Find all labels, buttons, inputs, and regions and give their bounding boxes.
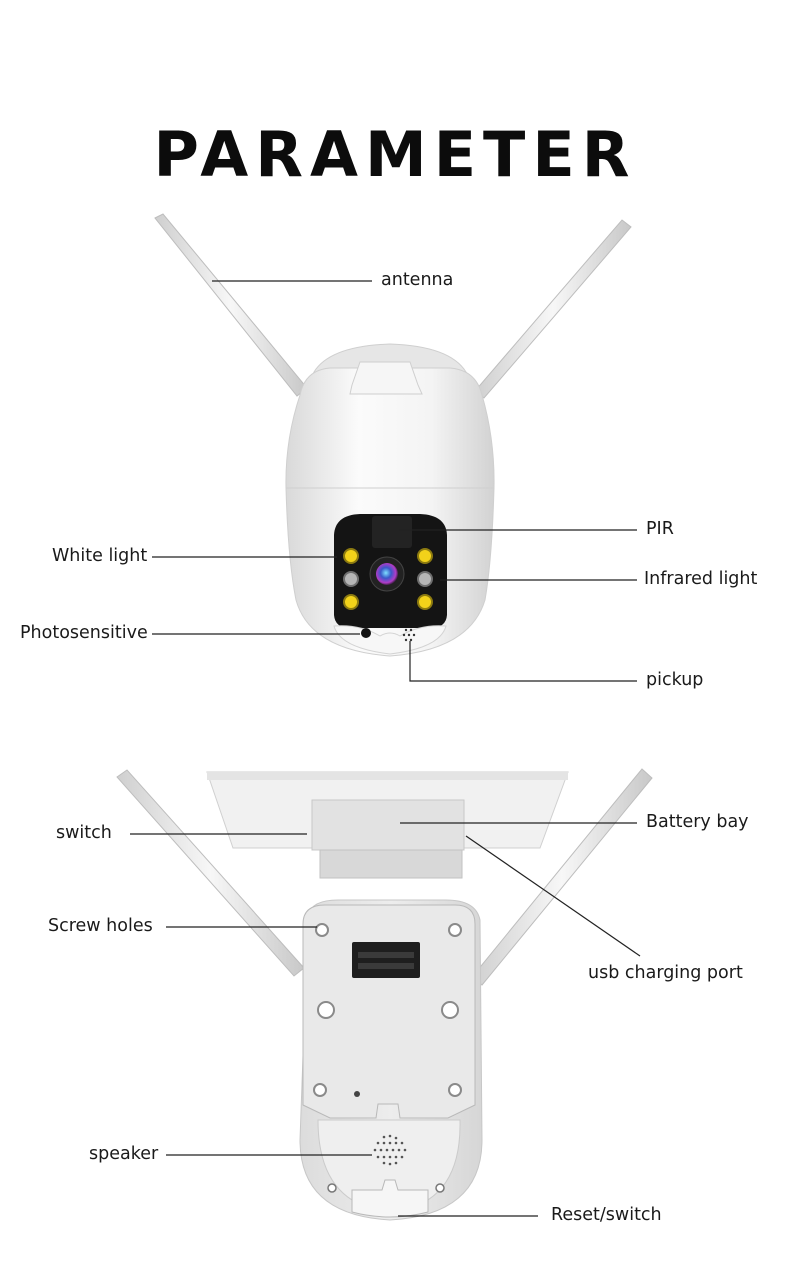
lens-glass	[376, 563, 398, 585]
bottom-screw-right	[435, 1183, 445, 1193]
battery-slot-rib-2	[358, 963, 414, 969]
bottom-screw-left	[327, 1183, 337, 1193]
back-camera	[116, 768, 653, 1221]
right-antenna	[474, 219, 632, 399]
page-title: PARAMETER	[153, 118, 637, 191]
label-antenna: antenna	[381, 270, 454, 290]
top-cap	[313, 343, 467, 373]
back-plate	[302, 904, 476, 1119]
camera-dome	[285, 367, 495, 489]
front-leader-lines	[152, 280, 637, 682]
label-usb-charging-port: usb charging port	[588, 963, 743, 983]
label-pir: PIR	[646, 519, 674, 539]
dome-bracket	[349, 361, 423, 395]
back-leader-lines	[130, 822, 641, 1217]
screw-holes	[313, 923, 462, 1097]
label-battery-bay: Battery bay	[646, 812, 749, 832]
battery-slot-rib	[358, 952, 414, 958]
label-speaker: speaker	[89, 1144, 159, 1164]
infrared-leds	[343, 571, 433, 587]
label-reset-switch: Reset/switch	[551, 1205, 662, 1225]
battery-opening	[352, 942, 420, 978]
left-antenna	[154, 213, 308, 397]
label-white-light: White light	[52, 546, 148, 566]
panel-top-edge	[207, 772, 568, 780]
label-pickup: pickup	[646, 670, 704, 690]
label-switch: switch	[56, 823, 112, 843]
small-hole	[354, 1091, 360, 1097]
white-leds	[343, 548, 433, 610]
label-screw-holes: Screw holes	[48, 916, 153, 936]
speaker-grill	[373, 1134, 407, 1166]
front-camera	[154, 213, 632, 657]
label-photosensitive: Photosensitive	[20, 623, 148, 643]
pir-sensor-window	[372, 516, 412, 548]
mounting-block	[311, 799, 465, 851]
mounting-base	[319, 849, 463, 879]
pickup-mic-holes	[402, 628, 416, 642]
label-infrared-light: Infrared light	[644, 569, 758, 589]
photosensor-dot	[361, 628, 371, 638]
